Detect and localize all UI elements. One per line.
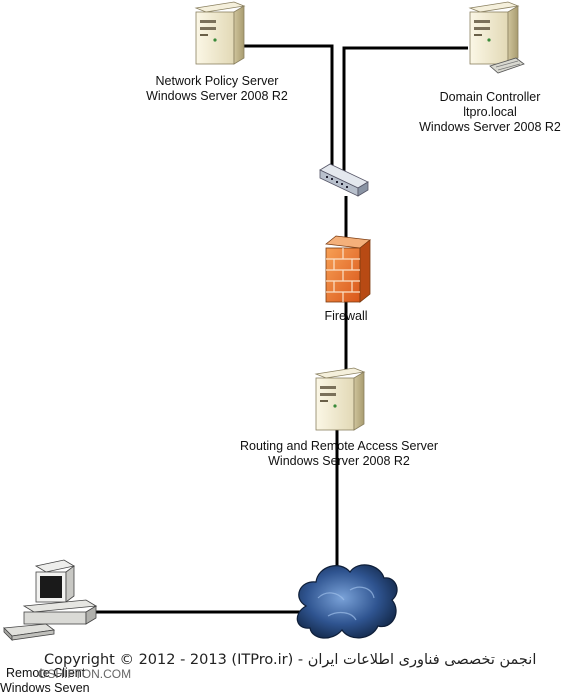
watermark-text: OSHIFTON.COM	[38, 667, 132, 681]
rras-label: Routing and Remote Access Server Windows…	[224, 439, 454, 469]
connection-lines	[96, 44, 468, 614]
firewall-icon	[325, 235, 371, 303]
firewall-name: Firewall	[324, 309, 368, 323]
link-nps-switch	[242, 44, 334, 172]
nps-server-icon	[194, 1, 246, 65]
client-os: Windows Seven	[0, 681, 90, 695]
rras-name: Routing and Remote Access Server	[239, 439, 439, 453]
cloud-icon	[296, 564, 398, 639]
dc-label: Domain Controller ltpro.local Windows Se…	[410, 90, 569, 135]
rras-server-icon	[314, 367, 366, 431]
dc-domain: ltpro.local	[463, 105, 517, 119]
dc-os: Windows Server 2008 R2	[419, 120, 561, 134]
firewall-label: Firewall	[306, 309, 386, 324]
switch-icon	[319, 163, 369, 197]
client-label: Remote Client Windows Seven	[0, 666, 112, 696]
rras-os: Windows Server 2008 R2	[268, 454, 410, 468]
nps-label: Network Policy Server Windows Server 200…	[137, 74, 297, 104]
dc-name: Domain Controller	[439, 90, 541, 104]
nps-name: Network Policy Server	[155, 74, 279, 88]
client-name: Remote Client	[6, 666, 86, 680]
client-pc-icon	[3, 559, 98, 641]
dc-server-icon	[468, 1, 525, 74]
link-dc-switch	[342, 46, 468, 172]
copyright-text: Copyright © 2012 - 2013 (ITPro.ir) - انج…	[44, 652, 537, 668]
nps-os: Windows Server 2008 R2	[146, 89, 288, 103]
